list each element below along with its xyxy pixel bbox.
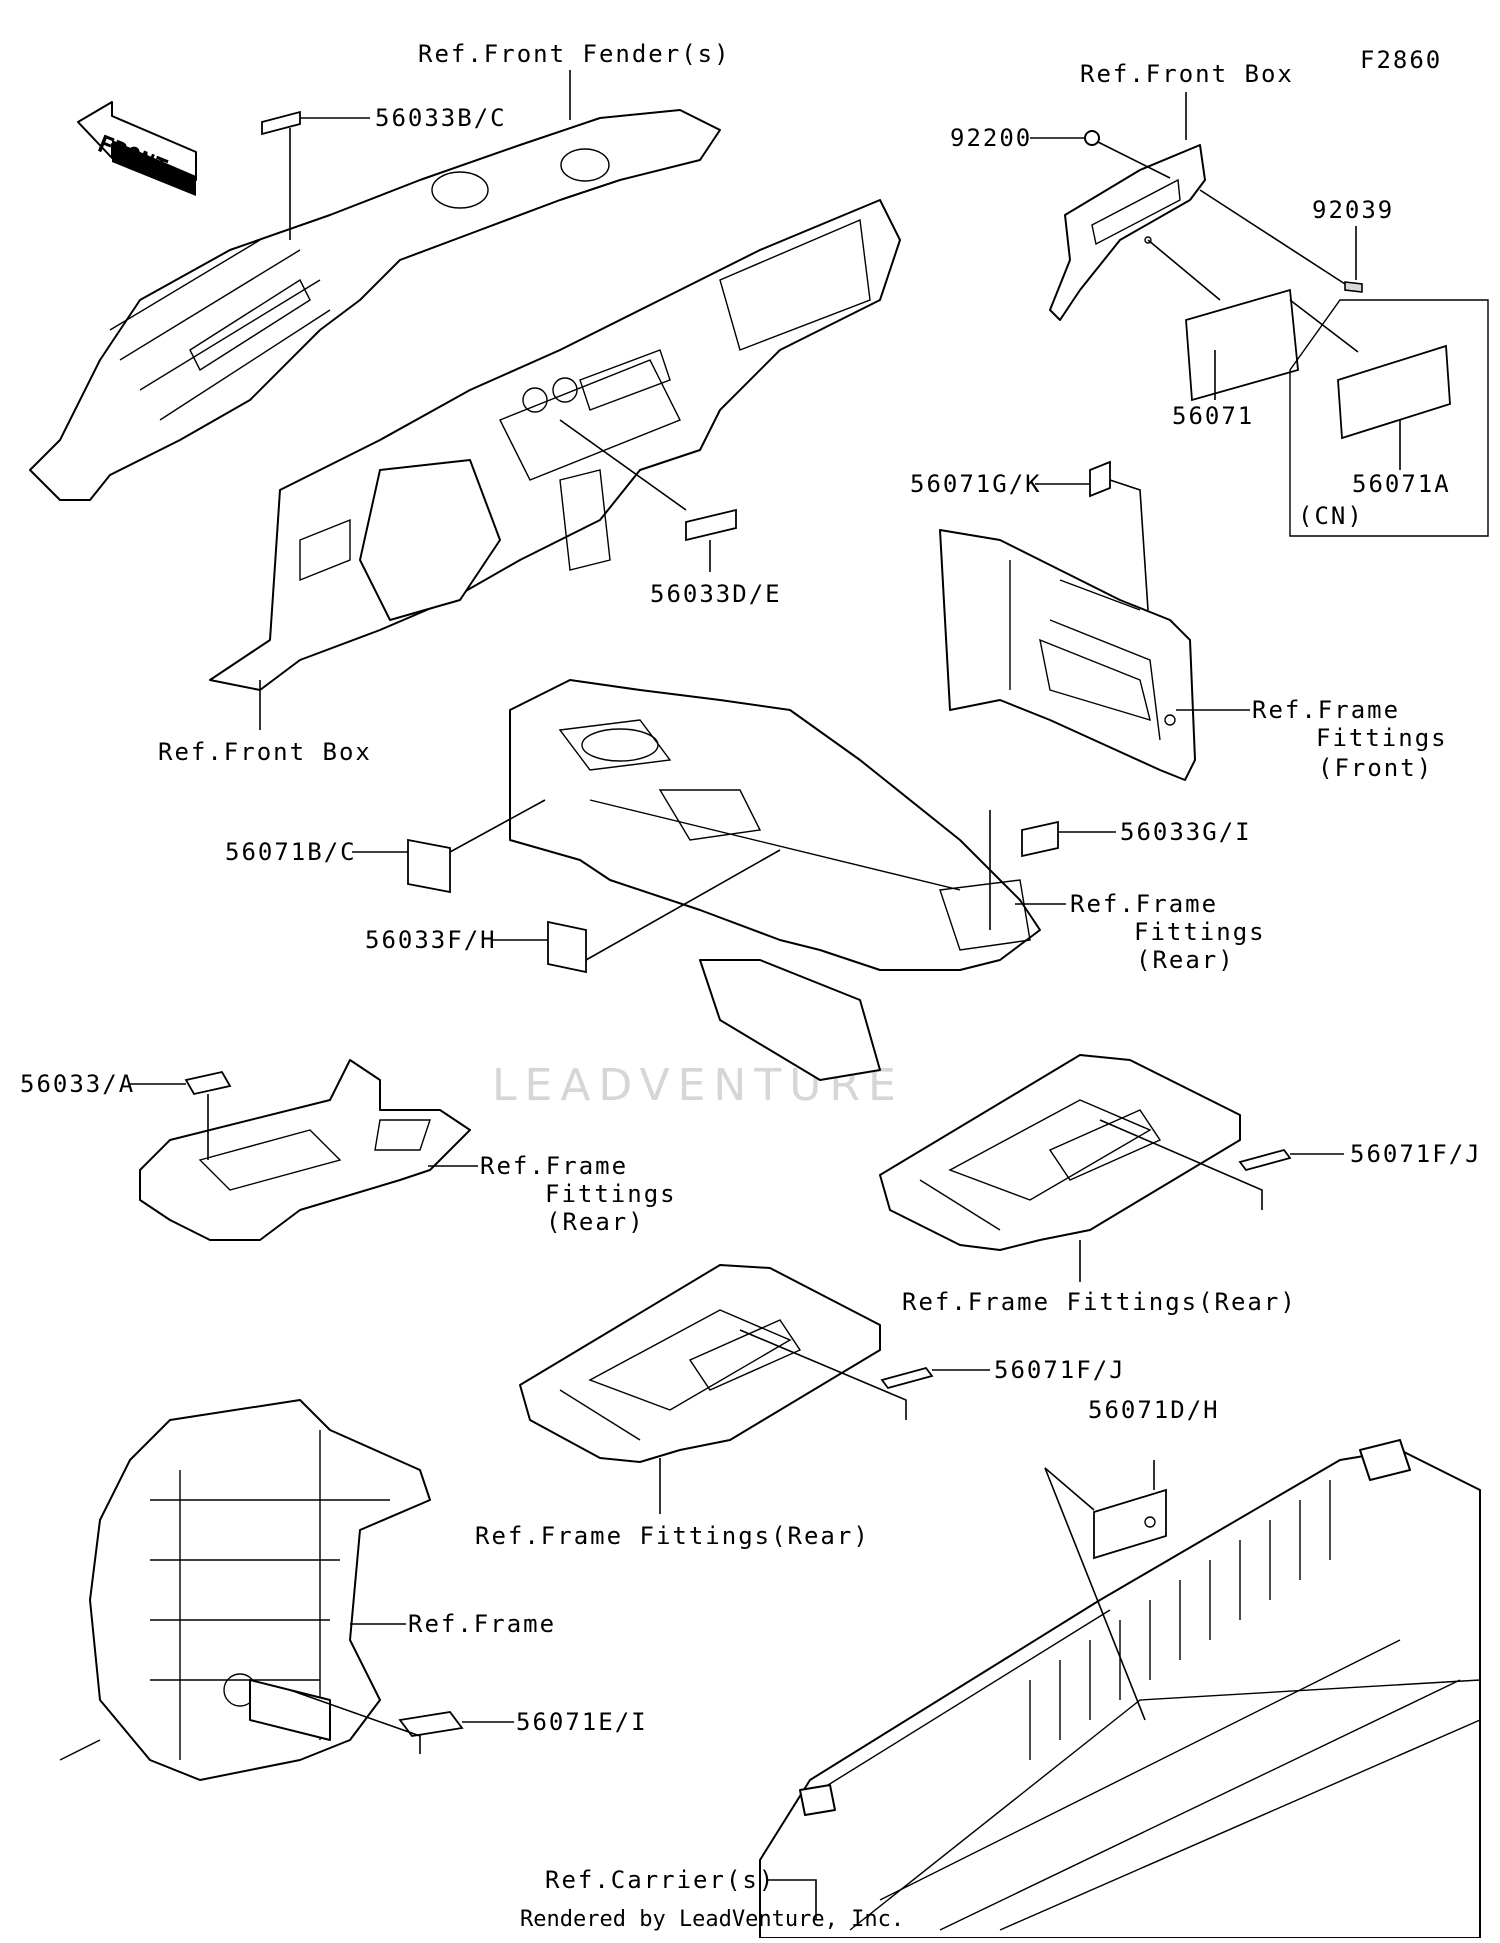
decal-56033a xyxy=(184,1070,232,1096)
decal-56033gi xyxy=(1021,820,1059,858)
label-56071fj-2: 56071F/J xyxy=(994,1356,1126,1384)
footer-credit: Rendered by LeadVenture, Inc. xyxy=(520,1907,904,1932)
label-56071ei: 56071E/I xyxy=(516,1708,648,1736)
decal-56071dh xyxy=(1093,1488,1167,1560)
rear-frame xyxy=(59,1399,431,1781)
fastener-92039 xyxy=(1344,281,1363,293)
label-56071: 56071 xyxy=(1172,402,1254,430)
label-ref-front-box-bottom: Ref.Front Box xyxy=(158,738,372,766)
decal-56071bc xyxy=(407,838,451,894)
decal-56071fj-1 xyxy=(1238,1148,1292,1172)
cargo-tray-right xyxy=(879,1054,1241,1251)
label-ref-frame-fittings-rear-c: Ref.Frame Fittings(Rear) xyxy=(902,1288,1297,1316)
label-56033bc: 56033B/C xyxy=(375,104,507,132)
label-56033gi: 56033G/I xyxy=(1120,818,1252,846)
front-arrow-icon: FRONT xyxy=(77,101,197,196)
label-92039: 92039 xyxy=(1312,196,1394,224)
label-ref-front-box-top: Ref.Front Box xyxy=(1080,60,1294,88)
decal-56033fh xyxy=(547,920,587,974)
decal-56033de xyxy=(685,508,737,542)
label-ref-frame: Ref.Frame xyxy=(408,1610,556,1638)
label-92200: 92200 xyxy=(950,124,1032,152)
decal-56071gk xyxy=(1089,460,1111,498)
decal-56033bc xyxy=(261,110,301,136)
label-ref-frame-fittings-rear-a1: Ref.Frame xyxy=(1070,890,1218,918)
cargo-tray-center xyxy=(519,1264,881,1463)
decal-56071fj-2 xyxy=(880,1366,934,1390)
diagram-id: F2860 xyxy=(1360,46,1442,74)
label-56071fj-1: 56071F/J xyxy=(1350,1140,1482,1168)
front-box-assembly xyxy=(209,199,901,691)
label-ref-frame-fittings-rear-b2: Fittings xyxy=(545,1180,677,1208)
label-ref-frame-fittings-rear-a2: Fittings xyxy=(1134,918,1266,946)
rear-console xyxy=(509,679,1041,1081)
label-56033fh: 56033F/H xyxy=(365,926,497,954)
frame-fittings-front xyxy=(939,529,1196,781)
label-ref-frame-fittings-front-2: Fittings xyxy=(1316,724,1448,752)
front-fender-assembly xyxy=(29,109,721,501)
cargo-bed xyxy=(759,1439,1481,1939)
decal-56071ei xyxy=(398,1711,464,1737)
label-56033de: 56033D/E xyxy=(650,580,782,608)
front-box-lid xyxy=(1049,144,1206,321)
label-56071a: 56071A xyxy=(1352,470,1451,498)
label-ref-frame-fittings-rear-d: Ref.Frame Fittings(Rear) xyxy=(475,1522,870,1550)
decal-56071a xyxy=(1337,344,1451,440)
label-ref-carriers: Ref.Carrier(s) xyxy=(545,1866,775,1894)
label-ref-frame-fittings-rear-b1: Ref.Frame xyxy=(480,1152,628,1180)
label-ref-frame-fittings-front-1: Ref.Frame xyxy=(1252,696,1400,724)
label-ref-frame-fittings-rear-b3: (Rear) xyxy=(546,1208,645,1236)
label-56071dh: 56071D/H xyxy=(1088,1396,1220,1424)
fastener-92200 xyxy=(1084,130,1100,146)
label-56071gk: 56071G/K xyxy=(910,470,1042,498)
label-ref-front-fenders: Ref.Front Fender(s) xyxy=(418,40,731,68)
label-56071bc: 56071B/C xyxy=(225,838,357,866)
floor-plate xyxy=(139,1059,471,1241)
decal-56071 xyxy=(1185,288,1299,402)
label-ref-frame-fittings-front-3: (Front) xyxy=(1318,754,1433,782)
cn-variant-box xyxy=(1289,299,1489,537)
label-ref-frame-fittings-rear-a3: (Rear) xyxy=(1136,946,1235,974)
label-cn: (CN) xyxy=(1298,502,1364,530)
label-56033a: 56033/A xyxy=(20,1070,135,1098)
